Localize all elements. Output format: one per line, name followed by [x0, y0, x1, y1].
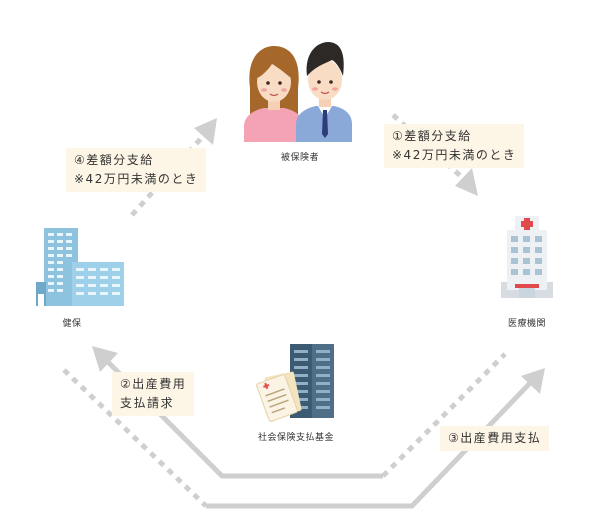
step3-note: ③出産費用支払 [440, 426, 550, 451]
step2-subtitle: 支払請求 [120, 396, 175, 410]
arrow-step3 [62, 368, 545, 509]
step4-title: ④差額分支給 [74, 153, 154, 167]
step1-title: ①差額分支給 [392, 129, 472, 143]
arrow-step4 [130, 118, 217, 217]
fund-label: 社会保険支払基金 [257, 433, 334, 443]
step1-note: ①差額分支給 ※42万円未満のとき [384, 124, 525, 168]
step4-condition: ※42万円未満のとき [74, 172, 199, 186]
office-building-icon [36, 228, 124, 306]
step1-condition: ※42万円未満のとき [392, 148, 517, 162]
kenpo-label: 健保 [62, 319, 82, 329]
step3-title: ③出産費用支払 [448, 431, 542, 445]
step4-note: ④差額分支給 ※42万円未満のとき [66, 148, 207, 192]
fund-building-icon [256, 344, 334, 422]
step2-note: ②出産費用 支払請求 [112, 372, 195, 416]
hospital-label: 医療機関 [507, 319, 546, 329]
step2-title: ②出産費用 [120, 377, 187, 391]
insured-label: 被保険者 [280, 153, 319, 163]
couple-icon [244, 42, 352, 142]
hospital-icon [501, 216, 553, 298]
document-icon [256, 371, 302, 422]
